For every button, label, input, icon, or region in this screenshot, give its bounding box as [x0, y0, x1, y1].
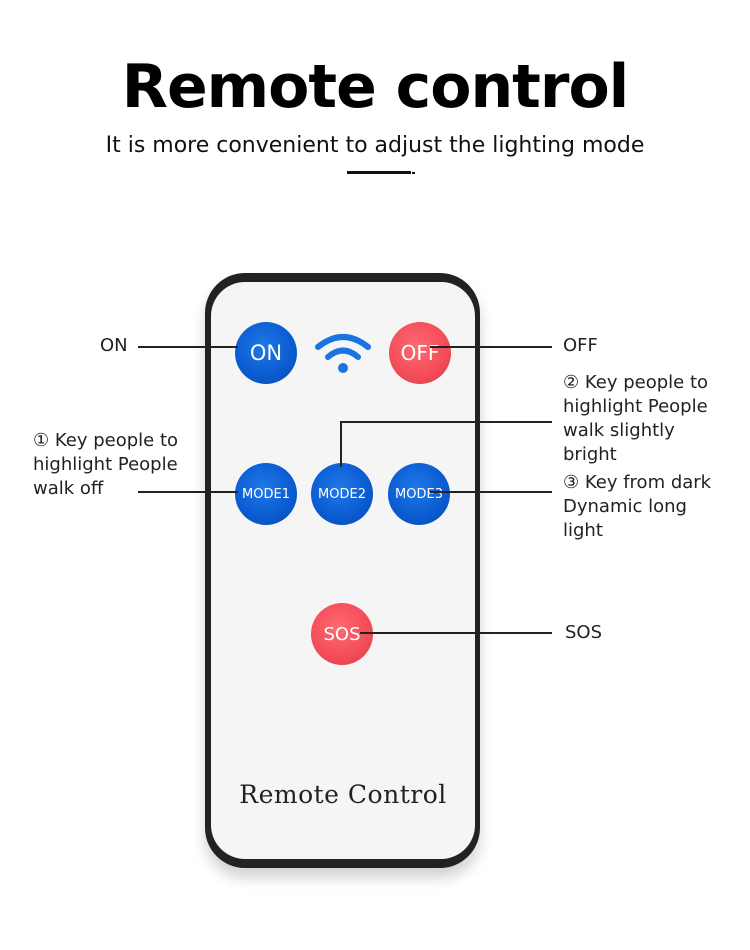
- mode2-button-label: MODE2: [318, 486, 366, 502]
- off-callout-text: OFF: [563, 335, 598, 356]
- mode3-callout-line-1: ③ Key from dark: [563, 472, 712, 493]
- off-callout-line: [430, 346, 552, 348]
- on-callout-text: ON: [100, 335, 128, 356]
- mode3-callout-text: ③ Key from dark Dynamic long light: [563, 471, 711, 543]
- on-callout-line: [138, 346, 238, 348]
- mode1-button-label: MODE1: [242, 486, 290, 502]
- mode1-callout-line: [138, 491, 238, 493]
- mode3-button-label: MODE3: [395, 486, 443, 502]
- mode2-callout-line-3: walk slightly: [563, 420, 675, 441]
- mode2-button[interactable]: MODE2: [311, 463, 373, 525]
- mode3-callout-line-3: light: [563, 520, 603, 541]
- on-button[interactable]: ON: [235, 322, 297, 384]
- sos-callout-line: [360, 632, 552, 634]
- mode2-callout-line-4: bright: [563, 444, 617, 465]
- mode1-callout-line-3: walk off: [33, 478, 104, 499]
- mode2-callout-text: ② Key people to highlight People walk sl…: [563, 371, 708, 467]
- title-divider-dot: [412, 172, 415, 174]
- mode2-callout-line-1: ② Key people to: [563, 372, 709, 393]
- sos-callout-text: SOS: [565, 622, 603, 643]
- page-title: Remote control: [121, 52, 629, 122]
- mode3-callout-line-2: Dynamic long: [563, 496, 687, 517]
- mode2-callout-line-vertical: [340, 421, 342, 467]
- off-button-label: OFF: [400, 341, 440, 365]
- remote-brand-label: Remote Control: [239, 780, 447, 809]
- mode3-button[interactable]: MODE3: [388, 463, 450, 525]
- wifi-signal-icon: [315, 334, 371, 373]
- title-divider: [347, 171, 411, 174]
- on-button-label: ON: [249, 341, 283, 365]
- mode1-callout-line-2: highlight People: [33, 454, 178, 475]
- sos-button-label: SOS: [323, 623, 361, 645]
- mode1-callout-line-1: ① Key people to: [33, 430, 179, 451]
- mode2-callout-line-2: highlight People: [563, 396, 708, 417]
- mode1-button[interactable]: MODE1: [235, 463, 297, 525]
- sos-button[interactable]: SOS: [311, 603, 373, 665]
- mode1-callout-text: ① Key people to highlight People walk of…: [33, 429, 178, 501]
- mode3-callout-line: [430, 491, 552, 493]
- off-button[interactable]: OFF: [389, 322, 451, 384]
- mode2-callout-line-horizontal: [340, 421, 552, 423]
- page-subtitle: It is more convenient to adjust the ligh…: [105, 133, 645, 158]
